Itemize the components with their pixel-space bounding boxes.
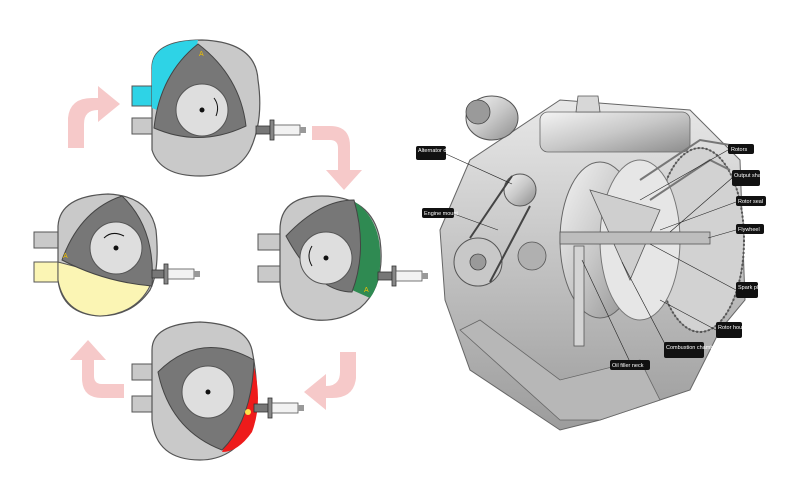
- svg-text:Flywheel: Flywheel: [738, 227, 760, 233]
- turbocharger-inlet: [465, 99, 491, 125]
- spark-plug: [255, 119, 306, 141]
- flywheel-teeth: [655, 147, 745, 333]
- apex-seal-mark: A: [199, 51, 204, 58]
- compression-chamber: [57, 261, 151, 317]
- spark-plug: [253, 397, 304, 419]
- stage-exhaust: A: [33, 193, 200, 317]
- svg-text:Engine mount: Engine mount: [424, 211, 458, 217]
- output-shaft: [559, 231, 711, 245]
- rotation-arrow-icon: [308, 245, 313, 267]
- svg-text:Rotors: Rotors: [731, 147, 747, 153]
- callout-rotor-seal: Rotor seal: [659, 196, 766, 231]
- arrow-top-right: [312, 126, 362, 190]
- svg-text:Rotor housing: Rotor housing: [718, 325, 752, 331]
- callout-rotors: Rotors: [639, 144, 754, 201]
- callout-alternator: Alternator drive belt: [416, 146, 513, 185]
- svg-text:Oil filler neck: Oil filler neck: [612, 363, 644, 369]
- engine-cutaway: [439, 95, 746, 431]
- svg-text:Rotor seal: Rotor seal: [738, 199, 763, 205]
- eccentric-shaft: [323, 255, 329, 261]
- cycle-arrows: [68, 86, 362, 410]
- eccentric-shaft: [205, 389, 211, 395]
- drive-belt: [469, 175, 531, 283]
- svg-text:Spark plugs: Spark plugs: [738, 285, 767, 291]
- intake-manifold: [539, 111, 691, 153]
- alternator: [503, 173, 537, 207]
- rotation-arrow-icon: [103, 232, 125, 239]
- eccentric-shaft: [113, 245, 119, 251]
- callout-rotor-housing: Rotor housing: [659, 299, 752, 338]
- apex-seal-mark: A: [364, 287, 369, 294]
- svg-text:Combustion chamber: Combustion chamber: [666, 345, 718, 351]
- callout-spark-plugs: Spark plugs: [649, 243, 767, 298]
- svg-text:Output shaft: Output shaft: [734, 173, 764, 179]
- oil-pan: [459, 319, 661, 421]
- arrow-top-left: [68, 86, 120, 148]
- callout-flywheel: Flywheel: [707, 224, 764, 239]
- crank-gear: [517, 241, 547, 271]
- oil-filler-neck: [573, 245, 585, 347]
- callout-oil-filler: Oil filler neck: [581, 259, 650, 370]
- drive-pulley-hub: [469, 253, 487, 271]
- arrow-bottom-left: [70, 340, 124, 398]
- apex-seal-mark: A: [63, 253, 68, 260]
- callout-combustion-chamber: Combustion chamber: [621, 261, 718, 358]
- engine-callouts: Alternator drive belt Engine mount Rotor…: [416, 144, 767, 370]
- spark-plug: [377, 265, 428, 287]
- svg-text:Alternator drive belt: Alternator drive belt: [418, 148, 466, 154]
- callout-engine-mount: Engine mount: [422, 208, 499, 231]
- stage-intake: A: [131, 39, 306, 177]
- spark-flash-icon: [245, 409, 251, 415]
- spark-plug: [151, 263, 200, 285]
- eccentric-shaft: [199, 107, 205, 113]
- callout-output-shaft: Output shaft: [669, 170, 764, 233]
- arrow-bottom-right: [304, 352, 356, 410]
- filler-cap: [575, 95, 601, 113]
- stage-compression: A: [257, 195, 428, 321]
- stage-combustion: [131, 321, 304, 461]
- rotation-arrow-icon: [213, 97, 219, 117]
